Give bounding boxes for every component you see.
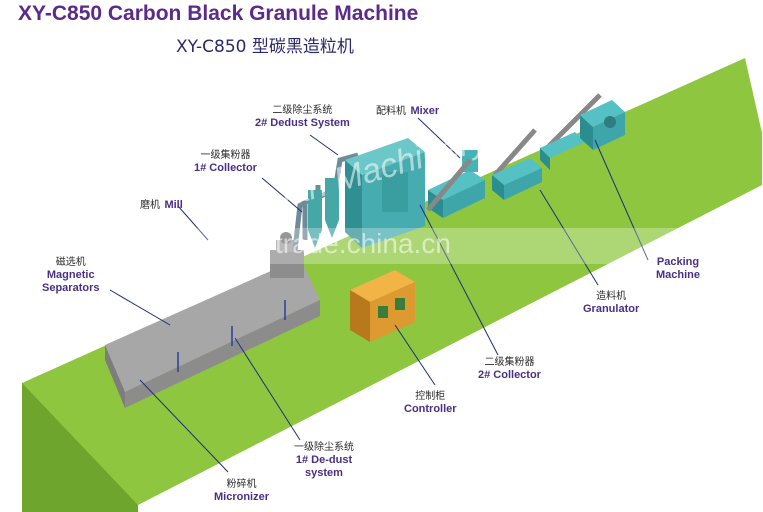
label-controller: 控制柜 Controller xyxy=(404,390,457,416)
label-granulator: 造料机 Granulator xyxy=(583,290,639,316)
label-controller-zh: 控制柜 xyxy=(415,391,446,402)
label-micronizer-en: Micronizer xyxy=(214,491,270,503)
label-dedust-system-1-en-1: 1# De-dust xyxy=(295,454,353,466)
label-collector-1: 一级集粉器 1# Collector xyxy=(194,149,257,175)
dedust-system-2 xyxy=(345,138,425,248)
granulator-units xyxy=(492,132,585,200)
label-granulator-zh: 造料机 xyxy=(596,291,627,302)
collector-cyclones xyxy=(308,178,339,248)
label-mill: 磨机 Mill xyxy=(140,197,183,212)
label-micronizer: 粉碎机 Micronizer xyxy=(214,478,269,504)
label-packing-en-1: Packing xyxy=(656,256,700,268)
mill-unit xyxy=(270,232,304,278)
label-mixer: 配料机 Mixer xyxy=(376,103,439,118)
label-mill-zh: 磨机 xyxy=(140,200,160,211)
label-packing-machine: Packing Machine xyxy=(656,256,700,282)
watermark-site: trade.china.cn xyxy=(275,228,451,259)
leader-lines xyxy=(109,117,649,473)
label-magnetic-en-2: Separators xyxy=(42,282,100,294)
label-packing-en-2: Machine xyxy=(656,269,701,281)
label-dedust-system-1-en-2: system xyxy=(305,467,343,479)
label-magnetic-en-1: Magnetic xyxy=(46,269,95,281)
label-mill-en: Mill xyxy=(164,199,183,211)
label-mixer-en: Mixer xyxy=(410,105,440,117)
label-micronizer-zh: 粉碎机 xyxy=(226,479,257,490)
label-dedust-system-1-zh: 一级除尘系统 xyxy=(294,442,354,453)
label-collector-1-zh: 一级集粉器 xyxy=(200,150,251,161)
label-magnetic-zh: 磁选机 xyxy=(55,257,86,268)
label-dedust-system-2: 二级除尘系统 2# Dedust System xyxy=(255,104,350,130)
diagram-title: XY-C850 Carbon Black Granule Machine xyxy=(18,2,419,25)
label-dedust-system-2-zh: 二级除尘系统 xyxy=(272,105,333,116)
label-magnetic-separators: 磁选机 Magnetic Separators xyxy=(42,256,99,295)
controller-cabinet xyxy=(350,270,415,342)
micronizer-housing xyxy=(105,258,320,408)
label-collector-2: 二级集粉器 2# Collector xyxy=(478,356,541,382)
label-dedust-system-1: 一级除尘系统 1# De-dust system xyxy=(294,441,354,480)
packing-machine xyxy=(580,100,625,150)
label-collector-2-en: 2# Collector xyxy=(478,369,541,381)
conveyors xyxy=(426,93,602,212)
watermark-band xyxy=(60,228,740,264)
label-dedust-system-2-en: 2# Dedust System xyxy=(255,117,350,129)
label-collector-2-zh: 二级集粉器 xyxy=(484,357,535,368)
label-collector-1-en: 1# Collector xyxy=(194,162,257,174)
diagram-subtitle: XY-C850 型碳黑造粒机 xyxy=(176,37,354,57)
label-controller-en: Controller xyxy=(404,403,457,415)
label-granulator-en: Granulator xyxy=(583,303,640,315)
label-mixer-zh: 配料机 xyxy=(376,106,406,117)
platform-edge xyxy=(22,383,138,512)
